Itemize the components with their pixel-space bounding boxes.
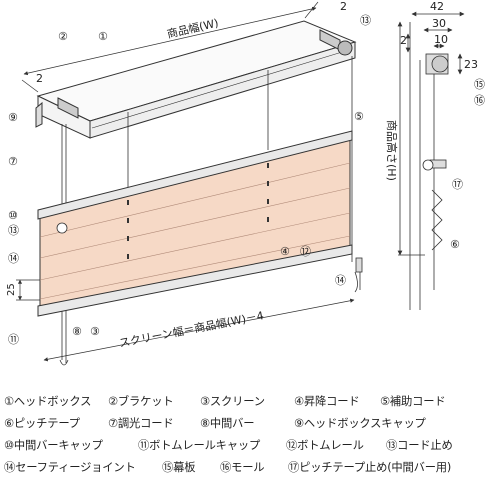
depth-label: 42 (430, 0, 444, 13)
callout-12: ⑫ (300, 245, 311, 258)
screen-width-dimension (43, 298, 355, 362)
callout-9: ⑨ (8, 111, 18, 124)
legend-item: ⑥ピッチテープ (4, 417, 80, 430)
callout-15: ⑮ (474, 78, 485, 91)
callout-10: ⑩ (8, 209, 18, 222)
legend-item: ⑭セーフティージョイント (4, 461, 136, 474)
legend-item: ④昇降コード (294, 395, 360, 408)
callout-14b: ⑭ (335, 274, 346, 287)
legend-item: ⑨ヘッドボックスキャップ (294, 417, 426, 430)
legend-row-2: ⑥ピッチテープ ⑦調光コード ⑧中間バー ⑨ヘッドボックスキャップ (4, 412, 488, 434)
legend-item: ⑬コード止め (386, 439, 453, 452)
legend-item: ⑤補助コード (380, 395, 446, 408)
legend-item: ⑰ピッチテープ止め(中間バー用) (288, 461, 452, 474)
screen-width-label: スクリーン幅＝商品幅(W)－4 (118, 308, 265, 350)
callout-7: ⑦ (8, 155, 18, 168)
pleat-label: 25 (6, 283, 17, 296)
callout-5: ⑤ (354, 110, 364, 123)
legend-row-4: ⑭セーフティージョイント ⑮幕板 ⑯モール ⑰ピッチテープ止め(中間バー用) (4, 456, 488, 478)
callout-4: ④ (280, 245, 290, 258)
legend: ①ヘッドボックス ②ブラケット ③スクリーン ④昇降コード ⑤補助コード ⑥ピッ… (4, 390, 488, 478)
sub-depth-label: 30 (432, 17, 446, 30)
screen (37, 130, 353, 317)
bottom-rail (37, 244, 353, 317)
middle-bar-cap (56, 222, 68, 234)
head-height-label: 23 (464, 58, 478, 71)
callout-17: ⑰ (452, 178, 463, 191)
callout-11: ⑪ (8, 333, 19, 346)
cord-stopper (337, 40, 353, 56)
bracket-left (57, 97, 79, 119)
legend-row-1: ①ヘッドボックス ②ブラケット ③スクリーン ④昇降コード ⑤補助コード (4, 390, 488, 412)
callout-3: ③ (90, 325, 100, 338)
callout-13b: ⑬ (8, 224, 19, 237)
legend-item: ⑪ボトムレールキャップ (138, 439, 261, 452)
callout-1: ① (98, 30, 108, 43)
left-offset-label: 2 (36, 72, 43, 85)
callouts: ① ② ③ ④ ⑤ ⑥ ⑦ ⑧ ⑨ ⑩ ⑪ ⑫ ⑬ ⑬ ⑭ ⑭ ⑮ ⑯ ⑰ (8, 14, 485, 346)
legend-item: ⑯モール (220, 461, 265, 474)
middle-bar (37, 130, 353, 220)
inner-label: 10 (434, 33, 448, 46)
callout-14a: ⑭ (8, 252, 19, 265)
callout-2: ② (58, 30, 68, 43)
callout-8: ⑧ (72, 325, 82, 338)
width-dimension (21, 1, 319, 93)
legend-item: ⑮幕板 (162, 461, 196, 474)
legend-item: ②ブラケット (108, 395, 174, 408)
callout-6: ⑥ (450, 238, 460, 251)
legend-item: ⑦調光コード (108, 417, 174, 430)
right-offset-label: 2 (340, 0, 347, 13)
top-gap-label: 2 (400, 34, 407, 47)
callout-16: ⑯ (474, 94, 485, 107)
legend-item: ⑧中間バー (200, 417, 255, 430)
width-label: 商品幅(W) (166, 15, 220, 40)
side-view (397, 11, 465, 310)
blind-diagram: 商品幅(W) 2 2 スクリーン幅＝商品幅(W)－4 25 42 30 10 2… (6, 0, 485, 366)
legend-item: ①ヘッドボックス (4, 395, 92, 408)
callout-13a: ⑬ (360, 14, 371, 27)
height-label: 商品高さ(H) (385, 120, 399, 181)
legend-item: ⑫ボトムレール (286, 439, 364, 452)
safety-joint (354, 257, 363, 293)
legend-item: ③スクリーン (200, 395, 265, 408)
legend-item: ⑩中間バーキャップ (4, 439, 103, 452)
legend-row-3: ⑩中間バーキャップ ⑪ボトムレールキャップ ⑫ボトムレール ⑬コード止め (4, 434, 488, 456)
head-box (35, 20, 357, 139)
